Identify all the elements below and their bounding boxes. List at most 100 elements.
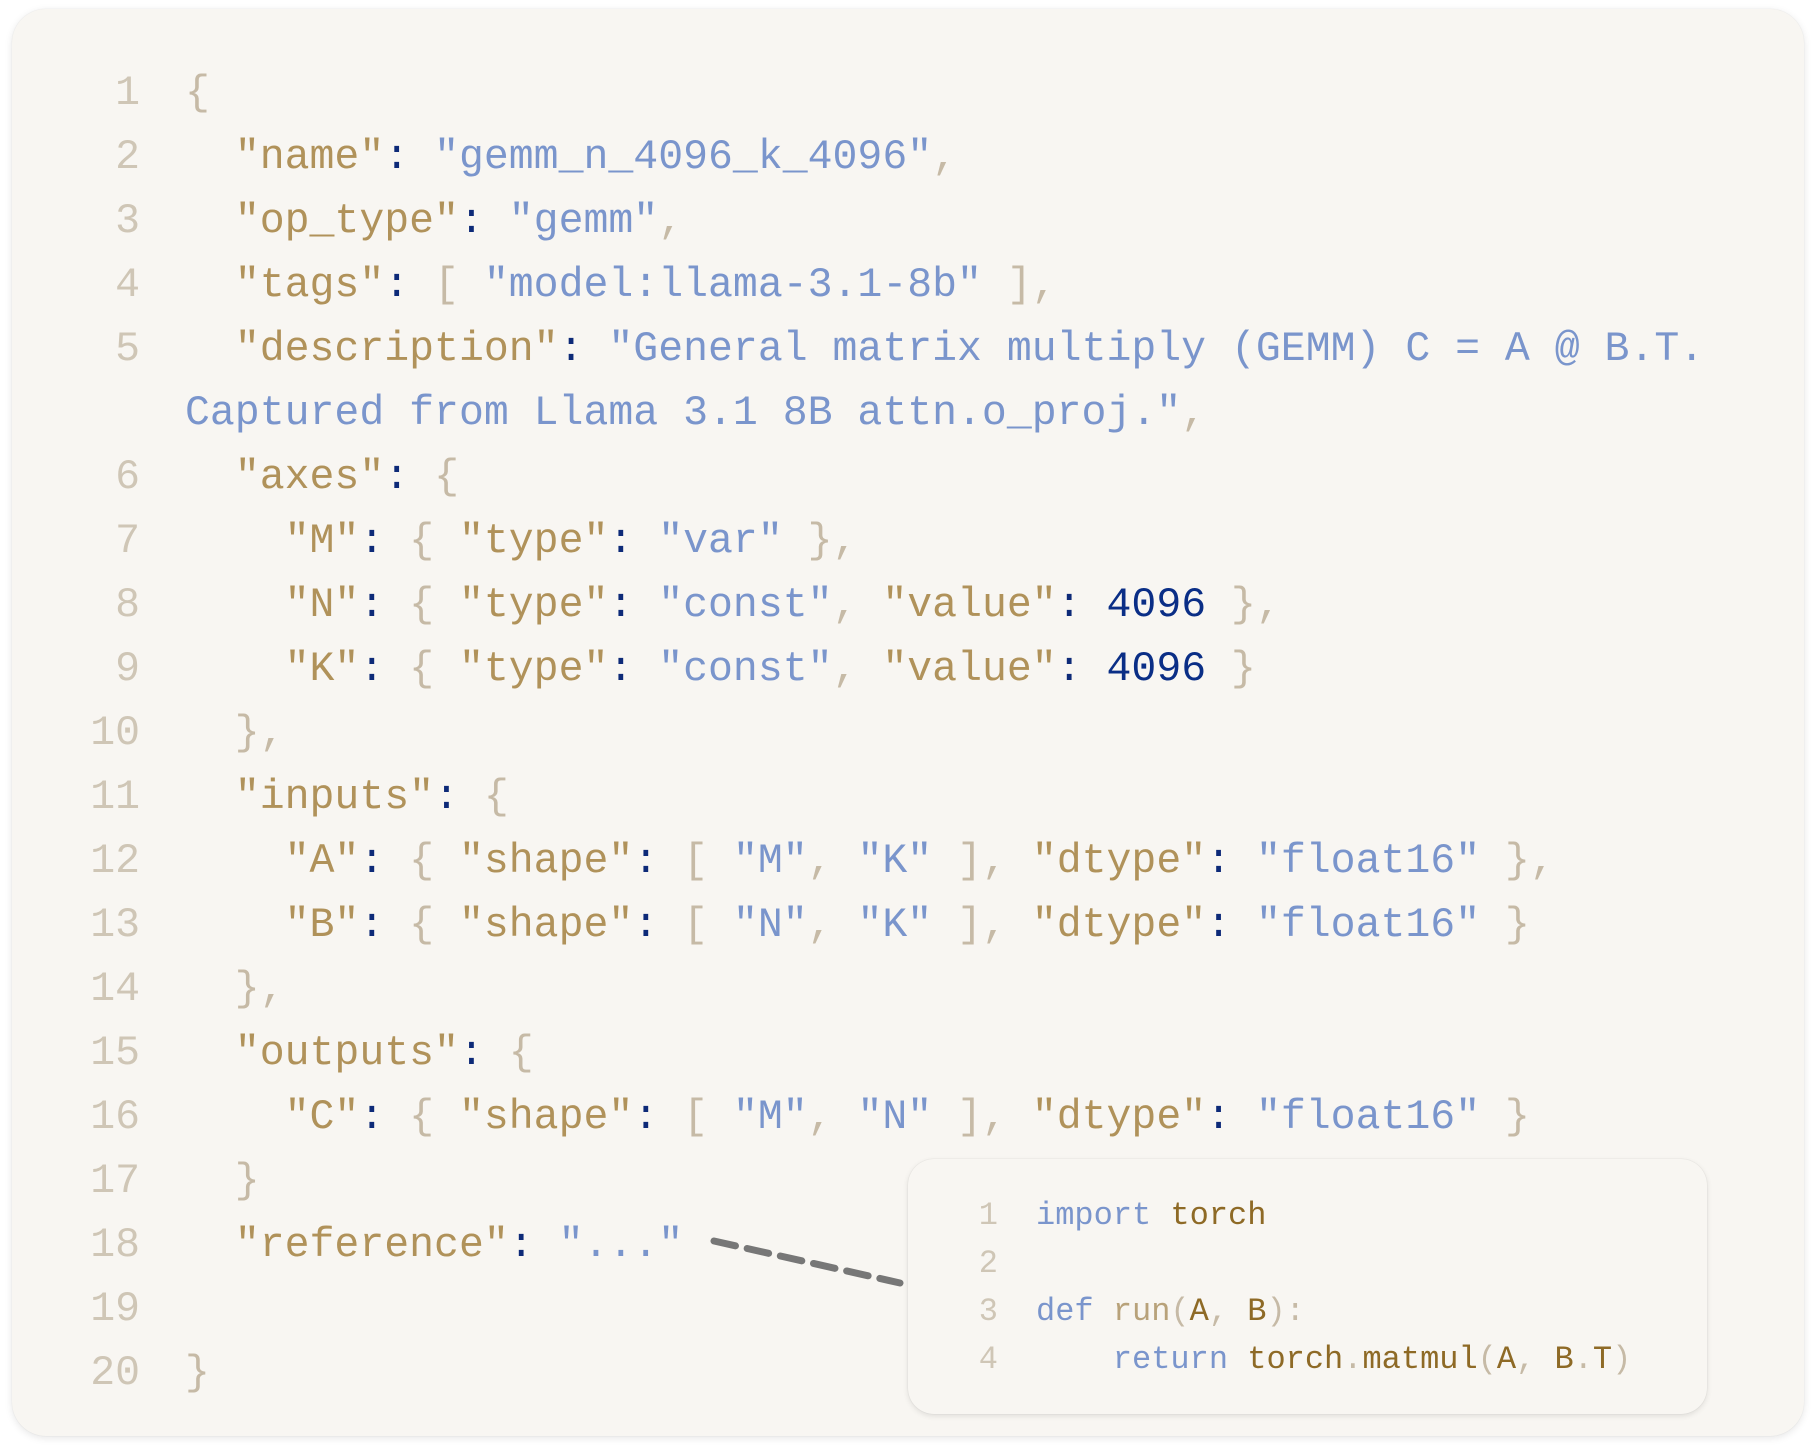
token: :: [384, 262, 435, 309]
line-text: },: [185, 702, 285, 766]
line-text: "M": { "type": "var" },: [185, 510, 858, 574]
token: return: [1112, 1341, 1229, 1378]
line-text: "N": { "type": "const", "value": 4096 },: [185, 574, 1281, 638]
token: 4096: [1106, 582, 1207, 629]
token: "reference": [234, 1222, 509, 1269]
token: "dtype": [1031, 838, 1207, 885]
token: ,: [832, 646, 883, 693]
line-text: "K": { "type": "const", "value": 4096 }: [185, 638, 1256, 702]
token: {: [409, 1094, 459, 1141]
token: "gemm": [508, 198, 659, 245]
token: },: [1206, 582, 1281, 629]
token: "name": [234, 134, 385, 181]
token: :: [458, 1030, 509, 1077]
line-text: "axes": {: [185, 446, 459, 510]
line-number: 12: [90, 838, 140, 885]
token: ):: [1266, 1293, 1305, 1330]
line-text: "description": "General matrix multiply …: [185, 318, 1704, 382]
line-number: 15: [90, 1030, 140, 1077]
token: "General matrix multiply (GEMM) C = A @ …: [608, 326, 1705, 373]
token: B: [1247, 1293, 1267, 1330]
token: {: [409, 646, 459, 693]
token: torch: [1170, 1197, 1267, 1234]
token: :: [434, 774, 484, 821]
token: "K": [284, 646, 360, 693]
line-number: 3: [978, 1293, 998, 1330]
token: "value": [882, 646, 1057, 693]
token: T: [1592, 1341, 1613, 1378]
token: :: [359, 1094, 410, 1141]
token: ],: [932, 838, 1032, 885]
token: :: [384, 134, 435, 181]
token: :: [633, 1094, 684, 1141]
token: :: [608, 646, 659, 693]
token: "float16": [1255, 902, 1481, 949]
line-text: "inputs": {: [185, 766, 509, 830]
token: "op_type": [234, 198, 459, 245]
token: :: [633, 902, 684, 949]
line-number: 9: [115, 646, 140, 693]
token: "M": [732, 1094, 808, 1141]
token: "dtype": [1031, 1094, 1207, 1141]
token: "tags": [234, 262, 385, 309]
token: :: [359, 902, 410, 949]
token: "value": [882, 582, 1057, 629]
token: {: [409, 902, 459, 949]
token: ,: [658, 198, 684, 245]
token: {: [409, 838, 459, 885]
token: [: [683, 1094, 733, 1141]
line-number: 2: [115, 134, 140, 181]
token: "model:llama-3.1-8b": [483, 262, 982, 309]
line-number: 18: [90, 1222, 140, 1269]
token: [: [434, 262, 484, 309]
token: "type": [458, 646, 609, 693]
token: import: [1036, 1197, 1152, 1234]
token: [: [683, 838, 733, 885]
line-text: }: [185, 1150, 260, 1214]
token: :: [1206, 902, 1256, 949]
token: "axes": [234, 454, 385, 501]
token: {: [508, 1030, 534, 1077]
token: (: [1170, 1293, 1190, 1330]
token: },: [185, 710, 285, 757]
token: :: [359, 518, 410, 565]
token: "type": [458, 582, 609, 629]
token: ,: [1208, 1293, 1248, 1330]
line-text: "C": { "shape": [ "M", "N" ], "dtype": "…: [185, 1086, 1530, 1150]
line-number: 3: [115, 198, 140, 245]
token: "shape": [458, 838, 634, 885]
token: ): [1612, 1341, 1632, 1378]
token: :: [1206, 1094, 1256, 1141]
token: }: [185, 1350, 210, 1397]
token: 4096: [1106, 646, 1207, 693]
line-text: },: [185, 958, 285, 1022]
token: "type": [458, 518, 609, 565]
line-text: import torch: [1036, 1192, 1266, 1240]
token: ],: [932, 1094, 1032, 1141]
token: ,: [1516, 1341, 1555, 1378]
token: ,: [807, 838, 858, 885]
token: "K": [857, 838, 933, 885]
line-text: return torch.matmul(A, B.T): [1036, 1336, 1631, 1384]
token: :: [1206, 838, 1256, 885]
token: def: [1036, 1293, 1094, 1330]
token: "...": [558, 1222, 684, 1269]
token: :: [458, 198, 509, 245]
token: {: [185, 70, 210, 117]
token: Captured from Llama 3.1 8B attn.o_proj.": [185, 390, 1182, 437]
line-number: 6: [115, 454, 140, 501]
token: {: [483, 774, 509, 821]
token: A: [1496, 1341, 1517, 1378]
token: :: [1056, 646, 1107, 693]
line-text: Captured from Llama 3.1 8B attn.o_proj."…: [185, 382, 1206, 446]
token: ,: [807, 1094, 858, 1141]
token: "shape": [458, 902, 634, 949]
token: torch: [1247, 1341, 1344, 1378]
line-text: "name": "gemm_n_4096_k_4096",: [185, 126, 957, 190]
token: ,: [1181, 390, 1207, 437]
token: }: [1206, 646, 1256, 693]
line-number: 19: [90, 1286, 140, 1333]
line-text: }: [185, 1342, 210, 1406]
token: [1036, 1341, 1113, 1378]
token: :: [633, 838, 684, 885]
